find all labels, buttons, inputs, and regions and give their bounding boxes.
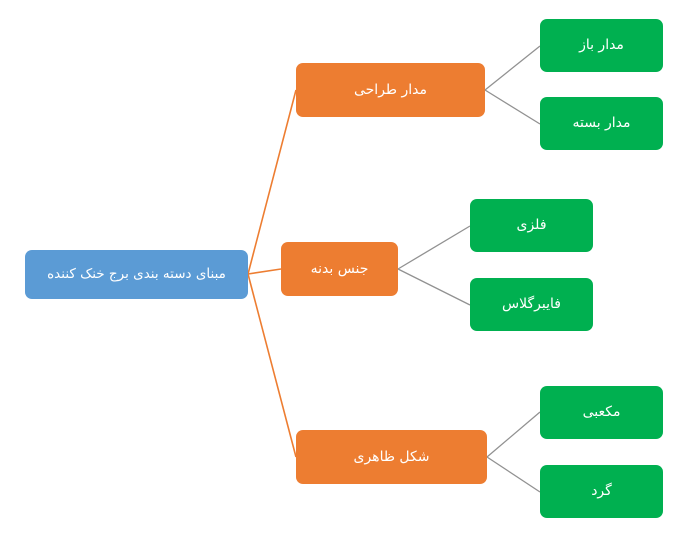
connector-root-to-branch-2 — [247, 268, 282, 275]
connector-branch-3-to-leaf-2 — [486, 456, 541, 493]
root-node-label: مبنای دسته بندی برج خنک کننده — [47, 265, 226, 282]
leaf-node-label: فلزی — [516, 217, 547, 234]
leaf-node-label: گرد — [591, 483, 612, 500]
connector-branch-3-to-leaf-1 — [486, 411, 541, 458]
leaf-node-metal[interactable]: فلزی — [470, 199, 593, 252]
connector-branch-2-to-leaf-2 — [397, 268, 471, 306]
connector-root-to-branch-1 — [247, 89, 297, 275]
branch-node-label: شکل ظاهری — [353, 448, 430, 465]
branch-node-design-circuit[interactable]: مدار طراحی — [296, 63, 485, 117]
branch-node-label: جنس بدنه — [310, 260, 369, 277]
leaf-node-closed-circuit[interactable]: مدار بسته — [540, 97, 663, 150]
leaf-node-open-circuit[interactable]: مدار باز — [540, 19, 663, 72]
leaf-node-cubic[interactable]: مکعبی — [540, 386, 663, 439]
leaf-node-label: مدار بسته — [572, 115, 631, 132]
root-node[interactable]: مبنای دسته بندی برج خنک کننده — [25, 250, 248, 299]
leaf-node-label: مکعبی — [582, 404, 621, 421]
leaf-node-fiberglass[interactable]: فایبرگلاس — [470, 278, 593, 331]
branch-node-label: مدار طراحی — [353, 81, 428, 98]
connector-branch-2-to-leaf-1 — [397, 225, 471, 270]
leaf-node-label: مدار باز — [579, 37, 624, 54]
branch-node-body-material[interactable]: جنس بدنه — [281, 242, 398, 296]
leaf-node-round[interactable]: گرد — [540, 465, 663, 518]
connector-root-to-branch-3 — [247, 273, 297, 458]
connector-branch-1-to-leaf-1 — [484, 45, 541, 91]
connector-branch-1-to-leaf-2 — [484, 89, 541, 125]
leaf-node-label: فایبرگلاس — [502, 296, 561, 313]
branch-node-appearance[interactable]: شکل ظاهری — [296, 430, 487, 484]
